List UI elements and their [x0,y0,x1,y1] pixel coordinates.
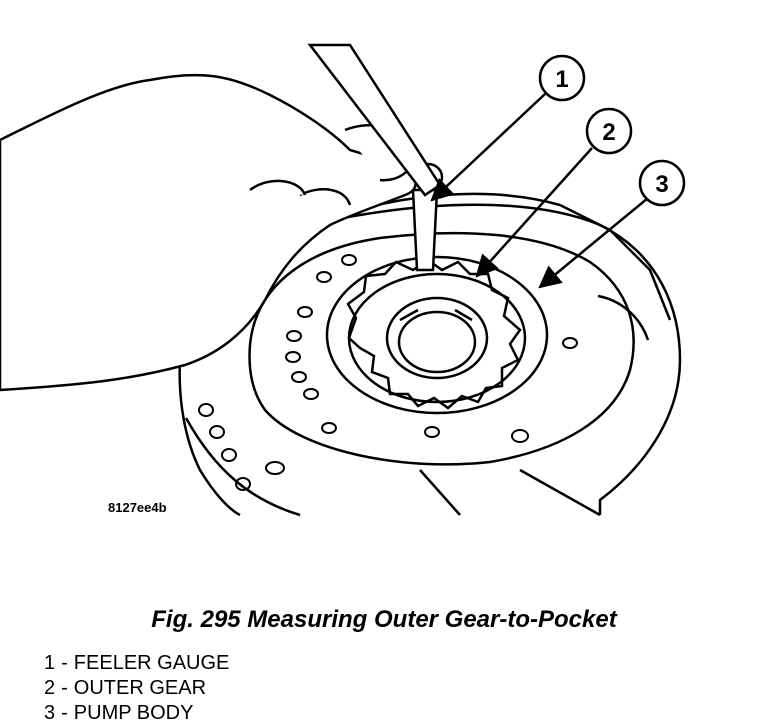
legend-number: 1 [44,652,56,674]
legend: 1-FEELER GAUGE 2-OUTER GEAR 3-PUMP BODY [44,651,229,726]
legend-label: PUMP BODY [73,702,194,724]
svg-text:3: 3 [655,171,668,198]
legend-item: 3-PUMP BODY [44,702,194,724]
legend-item: 1-FEELER GAUGE [44,652,230,674]
svg-text:1: 1 [555,66,568,93]
leader-lines [430,93,649,289]
callout-1: 1 [538,54,586,102]
callout-2: 2 [585,107,633,155]
legend-number: 3 [44,702,56,724]
svg-text:2: 2 [602,119,615,146]
legend-item: 2-OUTER GEAR [44,677,207,699]
illustration: 1 2 3 [0,43,686,517]
hand [0,43,442,392]
legend-number: 2 [44,677,56,699]
legend-label: OUTER GEAR [73,677,207,699]
outer-gear [325,255,549,415]
legend-label: FEELER GAUGE [73,652,230,674]
figure-reference-code: 8127ee4b [108,500,167,515]
figure-caption: Fig. 295 Measuring Outer Gear-to-Pocket [151,606,617,633]
callout-3: 3 [638,159,686,207]
